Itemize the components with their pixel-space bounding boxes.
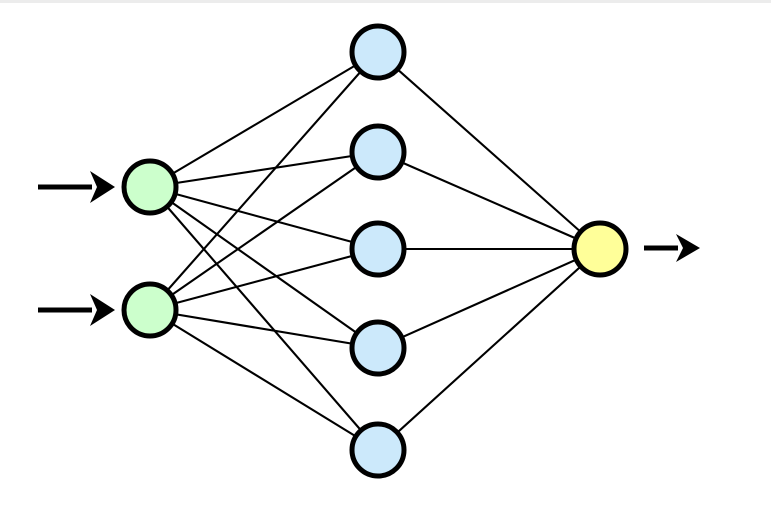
- edge-in-2-to-h-2: [148, 150, 380, 312]
- edge-h-4-to-out-1: [376, 247, 602, 350]
- input-arrow-bottom-head: [90, 294, 115, 326]
- edge-in-2-to-h-1: [148, 50, 380, 312]
- top-divider: [0, 0, 771, 3]
- edge-in-1-to-h-5: [148, 185, 380, 452]
- node-circle-h-3[interactable]: [349, 220, 407, 278]
- input-arrow-bottom-icon: [38, 294, 115, 326]
- node-circle-h-5[interactable]: [349, 421, 407, 479]
- node-circle-h-1[interactable]: [349, 23, 407, 81]
- node-h-3[interactable]: [349, 220, 407, 278]
- edge-h-2-to-out-1: [376, 150, 602, 251]
- node-h-1[interactable]: [349, 23, 407, 81]
- edge-in-2-to-h-4: [148, 308, 380, 350]
- edge-in-1-to-h-4: [148, 185, 380, 350]
- node-h-2[interactable]: [349, 123, 407, 181]
- edge-h-5-to-out-1: [376, 247, 602, 452]
- node-circle-out-1[interactable]: [571, 220, 629, 278]
- output-arrow-head: [676, 234, 700, 262]
- arrows-group: [38, 171, 700, 326]
- edge-h-1-to-out-1: [376, 50, 602, 251]
- edge-in-2-to-h-3: [148, 247, 380, 312]
- input-arrow-top-head: [90, 171, 115, 203]
- nodes-group: [121, 23, 629, 479]
- node-circle-in-1[interactable]: [121, 158, 179, 216]
- edge-in-1-to-h-2: [148, 150, 380, 189]
- node-circle-h-4[interactable]: [349, 319, 407, 377]
- node-circle-h-2[interactable]: [349, 123, 407, 181]
- node-h-4[interactable]: [349, 319, 407, 377]
- node-in-1[interactable]: [121, 158, 179, 216]
- node-in-2[interactable]: [121, 281, 179, 339]
- input-arrow-top-icon: [38, 171, 115, 203]
- output-arrow-icon: [644, 234, 700, 262]
- edge-in-2-to-h-5: [148, 308, 380, 452]
- edges-group: [148, 50, 602, 452]
- node-out-1[interactable]: [571, 220, 629, 278]
- node-circle-in-2[interactable]: [121, 281, 179, 339]
- edge-in-1-to-h-1: [148, 50, 380, 189]
- edge-in-1-to-h-3: [148, 185, 380, 251]
- node-h-5[interactable]: [349, 421, 407, 479]
